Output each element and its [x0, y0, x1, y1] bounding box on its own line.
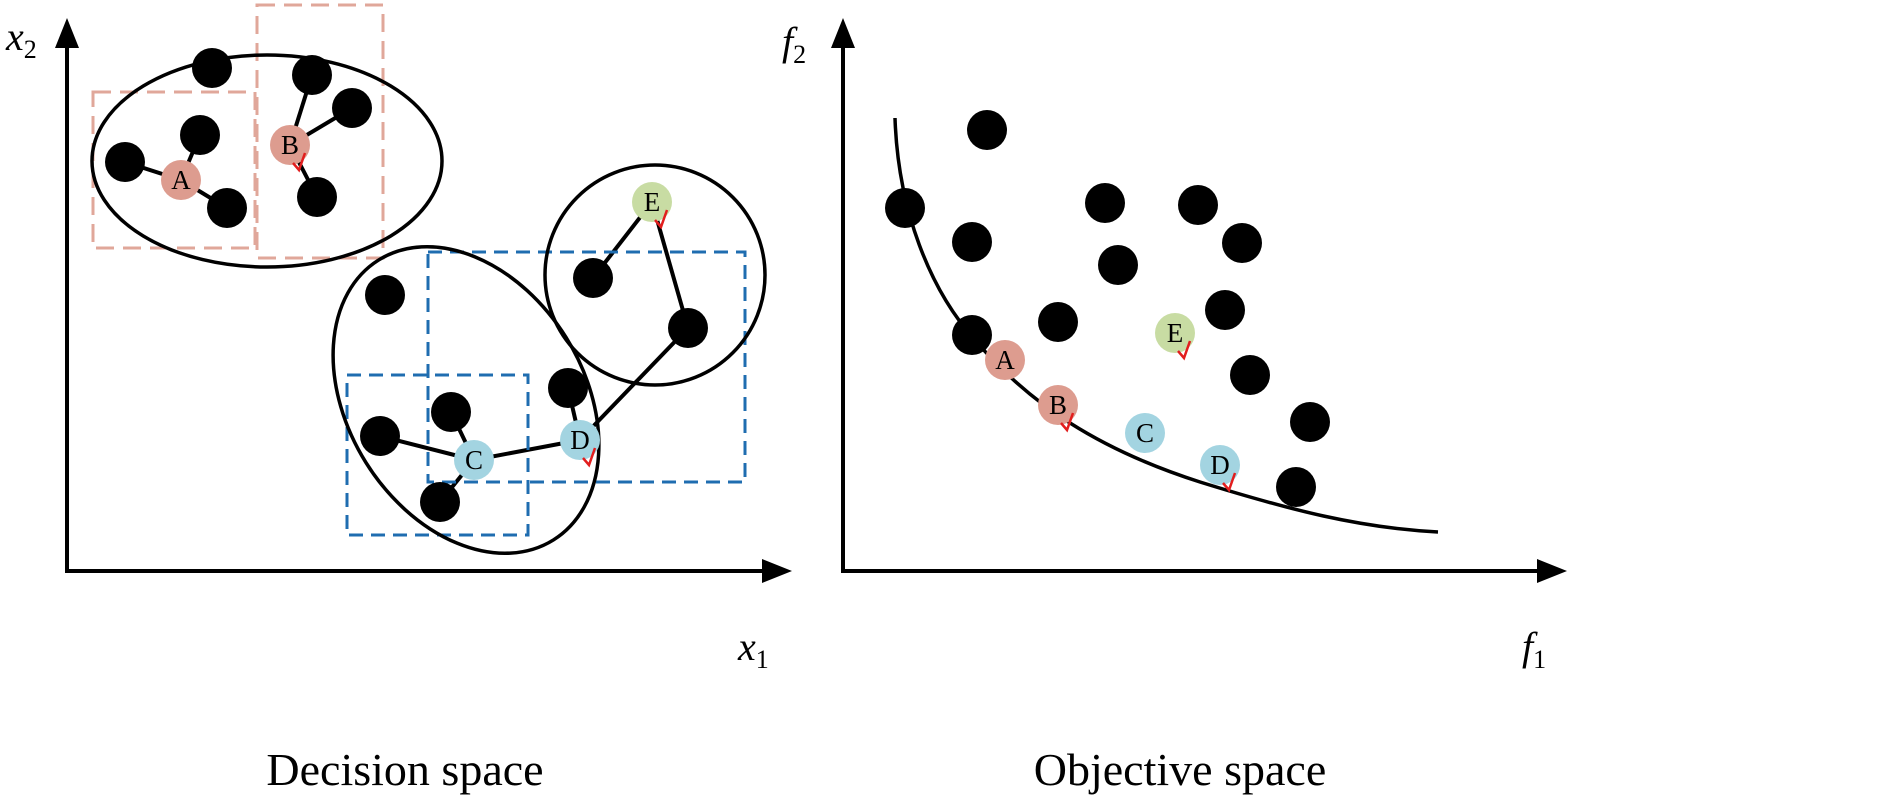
- point-label: E: [1167, 318, 1184, 348]
- point-label: A: [171, 165, 191, 195]
- check-mark-icon: [1060, 412, 1075, 433]
- point-label: B: [281, 130, 299, 160]
- solution-point: [420, 482, 460, 522]
- point-label: C: [465, 445, 483, 475]
- x1-axis-arrow: [762, 559, 792, 583]
- labeled-point-marker: [454, 440, 494, 480]
- check-mark-icon: [654, 209, 669, 230]
- f1-axis-arrow: [1537, 559, 1567, 583]
- f1-axis-label: f1: [1522, 624, 1546, 674]
- labeled-point-marker: [985, 340, 1025, 380]
- check-mark-icon: [582, 447, 597, 468]
- solution-point: [967, 110, 1007, 150]
- cluster-ellipse: [90, 53, 444, 269]
- solution-point: [105, 142, 145, 182]
- solution-point: [207, 188, 247, 228]
- labeled-point-e: E: [1155, 313, 1195, 361]
- solution-point: [1205, 290, 1245, 330]
- solution-point: [1230, 355, 1270, 395]
- solution-point: [952, 222, 992, 262]
- solution-point: [192, 48, 232, 88]
- labeled-point-marker: [1038, 385, 1078, 425]
- solution-point: [668, 308, 708, 348]
- labeled-point-marker: [1155, 313, 1195, 353]
- labeled-point-marker: [1200, 445, 1240, 485]
- labeled-point-a: A: [985, 340, 1025, 380]
- check-mark-icon: [1222, 472, 1237, 493]
- x2-axis-subscript: 2: [24, 35, 37, 64]
- labeled-point-marker: [632, 182, 672, 222]
- x2-axis-label: x2: [5, 14, 37, 64]
- f2-axis-arrow: [831, 18, 855, 48]
- labeled-point-e: E: [632, 182, 672, 230]
- cluster-circle: [543, 163, 767, 387]
- labeled-point-a: A: [161, 160, 201, 200]
- solution-point: [297, 177, 337, 217]
- solution-point: [1222, 223, 1262, 263]
- point-label: E: [644, 187, 661, 217]
- f2-axis-label: f2: [782, 19, 806, 69]
- objective-space-panel: A B C D E f2 f1 Objective space: [782, 18, 1567, 795]
- labeled-point-c: C: [1125, 413, 1165, 453]
- labeled-point-b: B: [1038, 385, 1078, 433]
- solution-point: [1178, 185, 1218, 225]
- point-label: B: [1049, 390, 1067, 420]
- labeled-point-d: D: [1200, 445, 1240, 493]
- niche-box-pink: [255, 3, 385, 260]
- point-label: C: [1136, 418, 1154, 448]
- f2-axis-subscript: 2: [793, 40, 806, 69]
- point-label: D: [1210, 450, 1230, 480]
- f1-axis-subscript: 1: [1533, 645, 1546, 674]
- labeled-point-c: C: [454, 440, 494, 480]
- labeled-point-marker: [270, 125, 310, 165]
- solution-point: [1290, 402, 1330, 442]
- decision-space-title: Decision space: [266, 744, 543, 795]
- solution-point: [573, 258, 613, 298]
- niche-box-blue: [426, 250, 747, 484]
- labeled-points: A B C D E: [161, 125, 672, 480]
- labeled-points: A B C D E: [985, 313, 1240, 493]
- labeled-point-b: B: [270, 125, 310, 173]
- point-label: A: [995, 345, 1015, 375]
- check-mark-icon: [1177, 340, 1192, 361]
- pareto-front-curve: [893, 117, 1439, 534]
- objective-space-title: Objective space: [1034, 744, 1326, 795]
- solution-point: [332, 88, 372, 128]
- solution-point: [1038, 302, 1078, 342]
- labeled-point-marker: [161, 160, 201, 200]
- solution-point: [292, 55, 332, 95]
- x1-axis-subscript: 1: [756, 645, 769, 674]
- labeled-point-marker: [1125, 413, 1165, 453]
- x1-axis-letter: x: [737, 624, 756, 669]
- solution-point: [885, 188, 925, 228]
- check-mark-icon: [292, 152, 307, 173]
- solution-point: [431, 392, 471, 432]
- solution-point: [548, 368, 588, 408]
- x2-axis-letter: x: [5, 14, 24, 59]
- point-label: D: [570, 425, 590, 455]
- solution-point: [1098, 245, 1138, 285]
- solution-point: [1276, 467, 1316, 507]
- solution-point: [360, 416, 400, 456]
- solution-points: [105, 48, 708, 522]
- solution-point: [1085, 183, 1125, 223]
- x2-axis-arrow: [55, 18, 79, 48]
- labeled-point-marker: [560, 420, 600, 460]
- labeled-point-d: D: [560, 420, 600, 468]
- solution-point: [952, 315, 992, 355]
- solution-point: [180, 115, 220, 155]
- x1-axis-label: x1: [737, 624, 769, 674]
- solution-point: [365, 275, 405, 315]
- solution-points: [885, 110, 1330, 507]
